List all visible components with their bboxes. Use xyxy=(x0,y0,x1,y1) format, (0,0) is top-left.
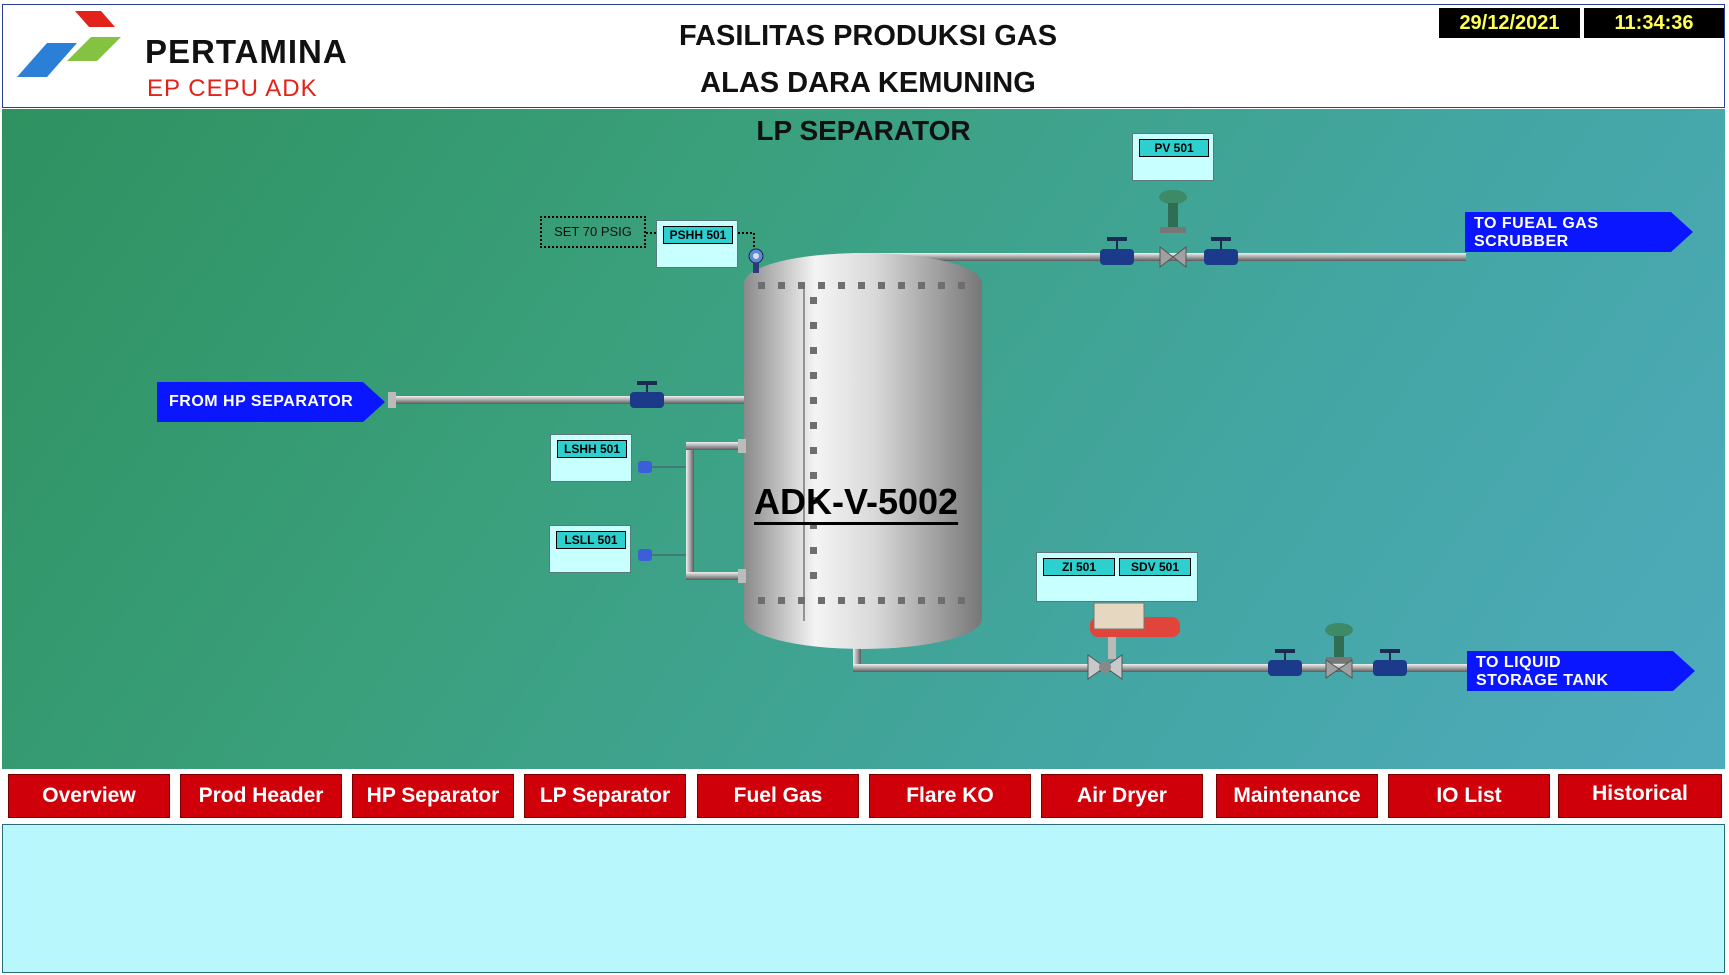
shutdown-valve-icon xyxy=(1087,602,1180,680)
liquid-outlet-riser xyxy=(853,627,861,671)
stream-from-hp-separator[interactable]: FROM HP SEPARATOR xyxy=(157,382,385,422)
stream-from-hp-separator-label: FROM HP SEPARATOR xyxy=(169,393,354,410)
nav-bar: Overview Prod Header HP Separator LP Sep… xyxy=(0,770,1729,822)
nav-fuel-gas-button[interactable]: Fuel Gas xyxy=(697,774,859,818)
tag-sdv-501-label: SDV 501 xyxy=(1119,558,1191,576)
ball-valve-icon xyxy=(1373,649,1407,676)
vessel-label: ADK-V-5002 xyxy=(754,481,959,522)
nav-lp-separator-button[interactable]: LP Separator xyxy=(524,774,686,818)
stream-to-liquid-label-2: STORAGE TANK xyxy=(1476,672,1609,689)
brand-name: PERTAMINA xyxy=(145,33,348,70)
pertamina-logo xyxy=(17,11,121,77)
nav-io-list-button[interactable]: IO List xyxy=(1388,774,1550,818)
level-switch-icon xyxy=(638,461,652,473)
control-valve-icon xyxy=(1325,623,1353,679)
nav-maintenance-button[interactable]: Maintenance xyxy=(1216,774,1378,818)
tag-lsll-501-label: LSLL 501 xyxy=(556,531,626,549)
stream-to-liquid-storage-tank[interactable]: TO LIQUID STORAGE TANK xyxy=(1467,651,1695,691)
level-bridle xyxy=(686,442,694,578)
tag-lsll-501[interactable]: LSLL 501 xyxy=(549,525,631,573)
liquid-outlet-pipe xyxy=(853,664,1468,672)
control-valve-icon xyxy=(1159,190,1187,269)
stream-to-liquid-label-1: TO LIQUID xyxy=(1476,654,1562,671)
nav-flare-ko-button[interactable]: Flare KO xyxy=(869,774,1031,818)
nav-hp-separator-button[interactable]: HP Separator xyxy=(352,774,514,818)
stream-to-fuel-gas-scrubber[interactable]: TO FUEAL GAS SCRUBBER xyxy=(1465,212,1693,252)
tag-sdv-501[interactable]: ZI 501 SDV 501 xyxy=(1036,552,1198,602)
date-display: 29/12/2021 xyxy=(1439,8,1580,38)
process-graphics xyxy=(388,190,1468,680)
separator-vessel xyxy=(738,253,982,649)
nav-overview-button[interactable]: Overview xyxy=(8,774,170,818)
ball-valve-icon xyxy=(1100,237,1134,265)
nav-air-dryer-button[interactable]: Air Dryer xyxy=(1041,774,1203,818)
facility-title: FASILITAS PRODUKSI GAS xyxy=(678,20,1058,52)
tag-pv-501[interactable]: PV 501 xyxy=(1132,133,1214,181)
ball-valve-icon xyxy=(1204,237,1238,265)
tag-zi-501-label: ZI 501 xyxy=(1043,558,1115,576)
tag-lshh-501-label: LSHH 501 xyxy=(557,440,627,458)
level-switch-icon xyxy=(638,549,652,561)
ball-valve-icon xyxy=(1268,649,1302,676)
nav-historical-button[interactable]: Historical xyxy=(1558,774,1722,818)
screen-title: LP SEPARATOR xyxy=(756,115,971,146)
facility-subtitle: ALAS DARA KEMUNING xyxy=(700,67,1036,99)
tag-lshh-501[interactable]: LSHH 501 xyxy=(550,434,632,482)
stream-to-fuel-gas-label-2: SCRUBBER xyxy=(1474,233,1569,250)
header-bar: PERTAMINA EP CEPU ADK FASILITAS PRODUKSI… xyxy=(2,4,1725,108)
tag-pshh-501[interactable]: PSHH 501 xyxy=(656,220,738,268)
tag-pshh-501-label: PSHH 501 xyxy=(663,226,733,244)
brand-subtitle: EP CEPU ADK xyxy=(147,75,318,102)
pressure-switch-icon xyxy=(748,248,764,273)
nav-prod-header-button[interactable]: Prod Header xyxy=(180,774,342,818)
process-area: LP SEPARATOR xyxy=(2,109,1725,769)
time-display: 11:34:36 xyxy=(1584,8,1724,38)
stream-to-fuel-gas-label-1: TO FUEAL GAS xyxy=(1474,215,1599,232)
tag-pv-501-label: PV 501 xyxy=(1139,139,1209,157)
inlet-pipe xyxy=(390,396,745,404)
message-area xyxy=(2,824,1725,973)
setpoint-box: SET 70 PSIG xyxy=(540,216,646,248)
ball-valve-icon xyxy=(630,381,664,408)
